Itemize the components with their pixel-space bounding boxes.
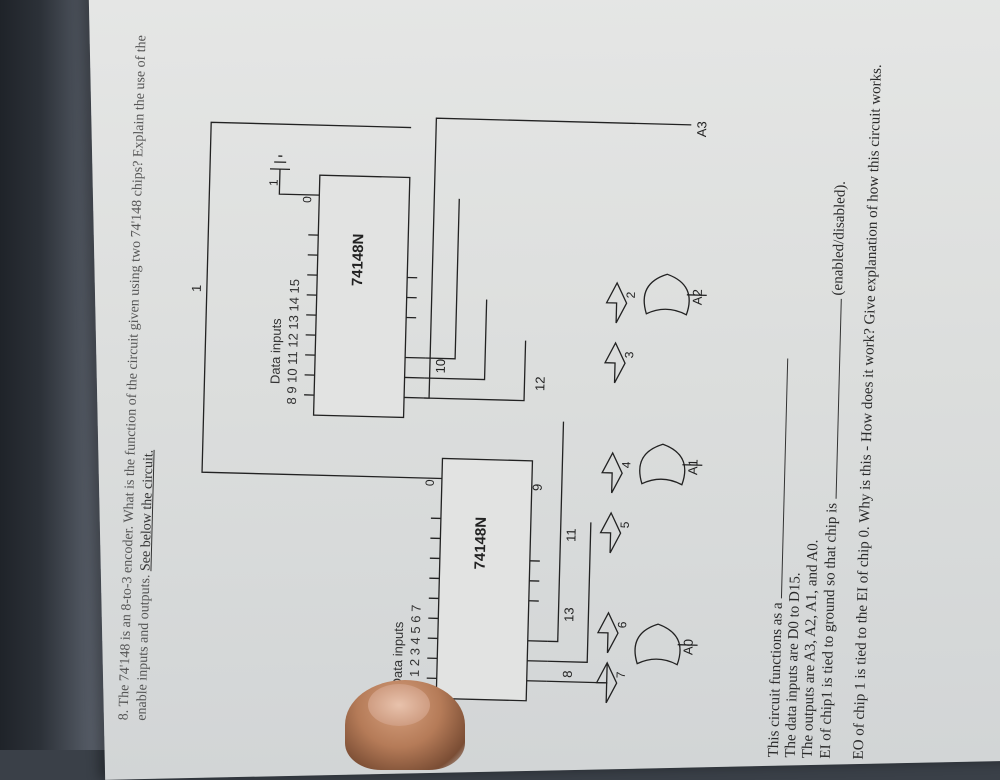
wire-label-13: 13 <box>561 607 576 622</box>
output-a2: A2 <box>690 289 705 305</box>
thumbnail-photo <box>368 684 430 726</box>
gate-label-6: 6 <box>615 621 629 628</box>
wire-labels: 8 9 10 11 12 13 <box>433 359 579 678</box>
chip1-part: 74148N <box>349 233 367 286</box>
see-below-note: See below the circuit. <box>138 449 157 572</box>
chip0-digits: 0 1 2 3 4 5 6 7 <box>406 605 423 688</box>
gate-label-4: 4 <box>619 461 633 468</box>
blank-function[interactable] <box>768 358 789 599</box>
chip1-data-inputs-label: Data inputs <box>267 318 284 385</box>
inverters <box>595 281 628 704</box>
ground-wire <box>278 169 320 196</box>
wire-label-12: 12 <box>532 376 547 391</box>
wire-label-9: 9 <box>530 484 545 492</box>
gate-labels: 7 6 5 4 3 2 <box>614 291 638 678</box>
gate-label-5: 5 <box>618 521 632 528</box>
wire-label-8: 8 <box>560 670 575 678</box>
gate-label-3: 3 <box>622 351 636 358</box>
output-a0: A0 <box>680 639 695 655</box>
chip1-digits: 8 9 10 11 12 13 14 15 <box>284 279 302 405</box>
chip0-ei-value: 0 <box>423 479 437 486</box>
output-a1: A1 <box>685 459 700 475</box>
a3-wire <box>424 117 692 399</box>
wire-label-11: 11 <box>563 528 578 542</box>
gate-label-7: 7 <box>614 671 628 678</box>
answer-section: This circuit functions as a The data inp… <box>765 37 887 760</box>
output-labels: A0 A1 A2 A3 <box>680 121 709 655</box>
question-number: 8. <box>116 709 132 721</box>
chip1-ei-value: 0 <box>300 196 314 203</box>
feedback-wire <box>201 121 442 480</box>
circuit-diagram: Data inputs 0 1 2 3 4 5 6 7 74148N Data … <box>189 117 709 704</box>
top-wire-label: 1 <box>189 285 204 293</box>
chip1-body <box>312 174 411 419</box>
worksheet: 8. The 74'148 is an 8-to-3 encoder. What… <box>115 35 1000 766</box>
chip0-body <box>435 457 534 702</box>
chip0-data-inputs-label: Data inputs <box>389 621 406 688</box>
gate-label-2: 2 <box>624 291 638 298</box>
ground-label: 1 <box>267 179 281 186</box>
chip0-part: 74148N <box>472 517 490 570</box>
output-a3: A3 <box>694 121 709 137</box>
wire-label-10: 10 <box>433 359 448 374</box>
or-gates <box>634 273 690 666</box>
